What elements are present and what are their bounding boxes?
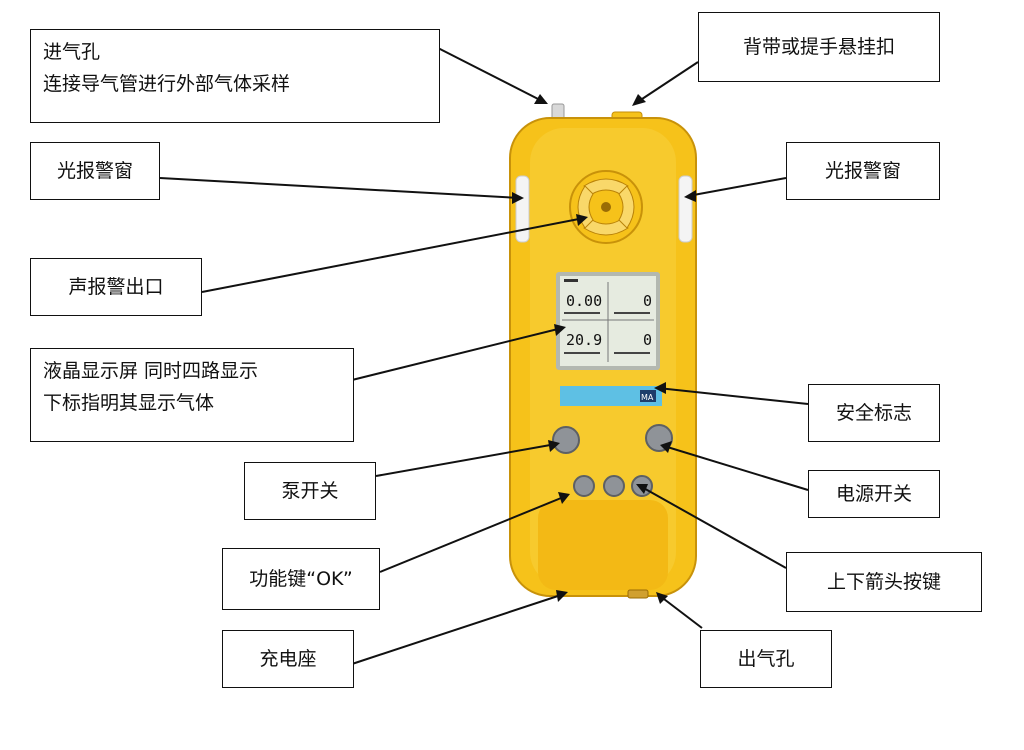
lcd-reading-3: 20.9 <box>566 331 602 349</box>
leader-strap <box>635 61 699 104</box>
arrowhead-arrows <box>636 484 648 494</box>
lcd-subscript-2 <box>614 312 650 314</box>
charger-label: 充电座 <box>259 647 317 670</box>
leader-inlet <box>437 47 545 103</box>
ok-key-label: 功能键“OK” <box>249 567 353 590</box>
gas-inlet-title: 进气孔 <box>43 41 101 63</box>
callout-arrow-keys: 上下箭头按键 <box>786 552 982 612</box>
arrowhead-strap <box>632 94 646 106</box>
gas-outlet-label: 出气孔 <box>737 647 795 670</box>
leader-lcd <box>351 327 563 381</box>
arrowhead-outlet <box>656 592 668 604</box>
callout-gas-inlet: 进气孔 连接导气管进行外部气体采样 <box>30 29 440 123</box>
lcd-desc: 下标指明其显示气体 <box>43 392 215 415</box>
light-alarm-right-label: 光报警窗 <box>824 159 901 182</box>
leader-pump <box>375 443 557 477</box>
leader-power <box>663 445 809 491</box>
arrowhead-light-left <box>512 192 524 204</box>
lcd-reading-2: 0 <box>643 292 652 310</box>
callout-power-switch: 电源开关 <box>808 470 940 518</box>
light-alarm-window-right <box>678 175 693 243</box>
lcd-battery-indicator <box>564 279 578 282</box>
callout-pump-switch: 泵开关 <box>244 462 376 520</box>
up-arrow-button <box>603 475 625 497</box>
arrowhead-light-right <box>684 190 696 202</box>
sound-alarm-label: 声报警出口 <box>68 275 164 298</box>
leader-sound <box>201 217 585 293</box>
leader-outlet <box>659 595 703 629</box>
arrowhead-inlet <box>534 94 548 104</box>
leader-light-right <box>687 177 787 197</box>
lcd-reading-1: 0.00 <box>566 292 602 310</box>
lcd-subscript-1 <box>564 312 600 314</box>
sound-hole <box>601 202 611 212</box>
power-switch-label: 电源开关 <box>835 482 912 505</box>
callout-light-alarm-right: 光报警窗 <box>786 142 940 200</box>
callout-strap-hook: 背带或提手悬挂扣 <box>698 12 940 82</box>
sound-grille-right <box>618 185 635 229</box>
leader-ok <box>379 495 567 573</box>
arrow-keys-label: 上下箭头按键 <box>826 570 941 593</box>
gas-outlet-fitting <box>627 589 649 599</box>
safety-mark-box <box>640 390 656 402</box>
lcd-subscript-3 <box>564 352 600 354</box>
arrowhead-charger <box>556 590 568 602</box>
safety-mark-label: 安全标志 <box>835 401 912 424</box>
arrowhead-ok <box>558 492 570 504</box>
ok-key-button <box>573 475 595 497</box>
light-alarm-window-left <box>515 175 530 243</box>
lcd-title: 液晶显示屏 同时四路显示 <box>43 360 259 382</box>
arrowhead-sound <box>576 214 588 226</box>
lcd-reading-4: 0 <box>643 331 652 349</box>
leader-light-left <box>159 177 521 199</box>
callout-lcd: 液晶显示屏 同时四路显示 下标指明其显示气体 <box>30 348 354 442</box>
arrowhead-pump <box>548 440 560 452</box>
gas-inlet-desc: 连接导气管进行外部气体采样 <box>43 73 291 96</box>
lcd-subscript-4 <box>614 352 650 354</box>
safety-strip <box>560 386 662 406</box>
pump-switch-label: 泵开关 <box>281 479 339 502</box>
strap-hook-label: 背带或提手悬挂扣 <box>742 35 895 58</box>
leader-arrows <box>639 485 787 569</box>
light-alarm-left-label: 光报警窗 <box>56 159 133 182</box>
callout-gas-outlet: 出气孔 <box>700 630 832 688</box>
leader-safety <box>657 387 809 405</box>
callout-light-alarm-left: 光报警窗 <box>30 142 160 200</box>
callout-safety-mark: 安全标志 <box>808 384 940 442</box>
pump-switch-button <box>552 426 580 454</box>
callout-sound-alarm: 声报警出口 <box>30 258 202 316</box>
arrowhead-lcd <box>554 324 566 336</box>
callout-ok-key: 功能键“OK” <box>222 548 380 610</box>
arrowhead-safety <box>654 382 666 394</box>
leader-charger <box>351 593 565 665</box>
device-bottom-bumper <box>538 500 668 590</box>
safety-mark: MA <box>641 393 654 402</box>
arrowhead-power <box>660 441 672 453</box>
callout-charger: 充电座 <box>222 630 354 688</box>
